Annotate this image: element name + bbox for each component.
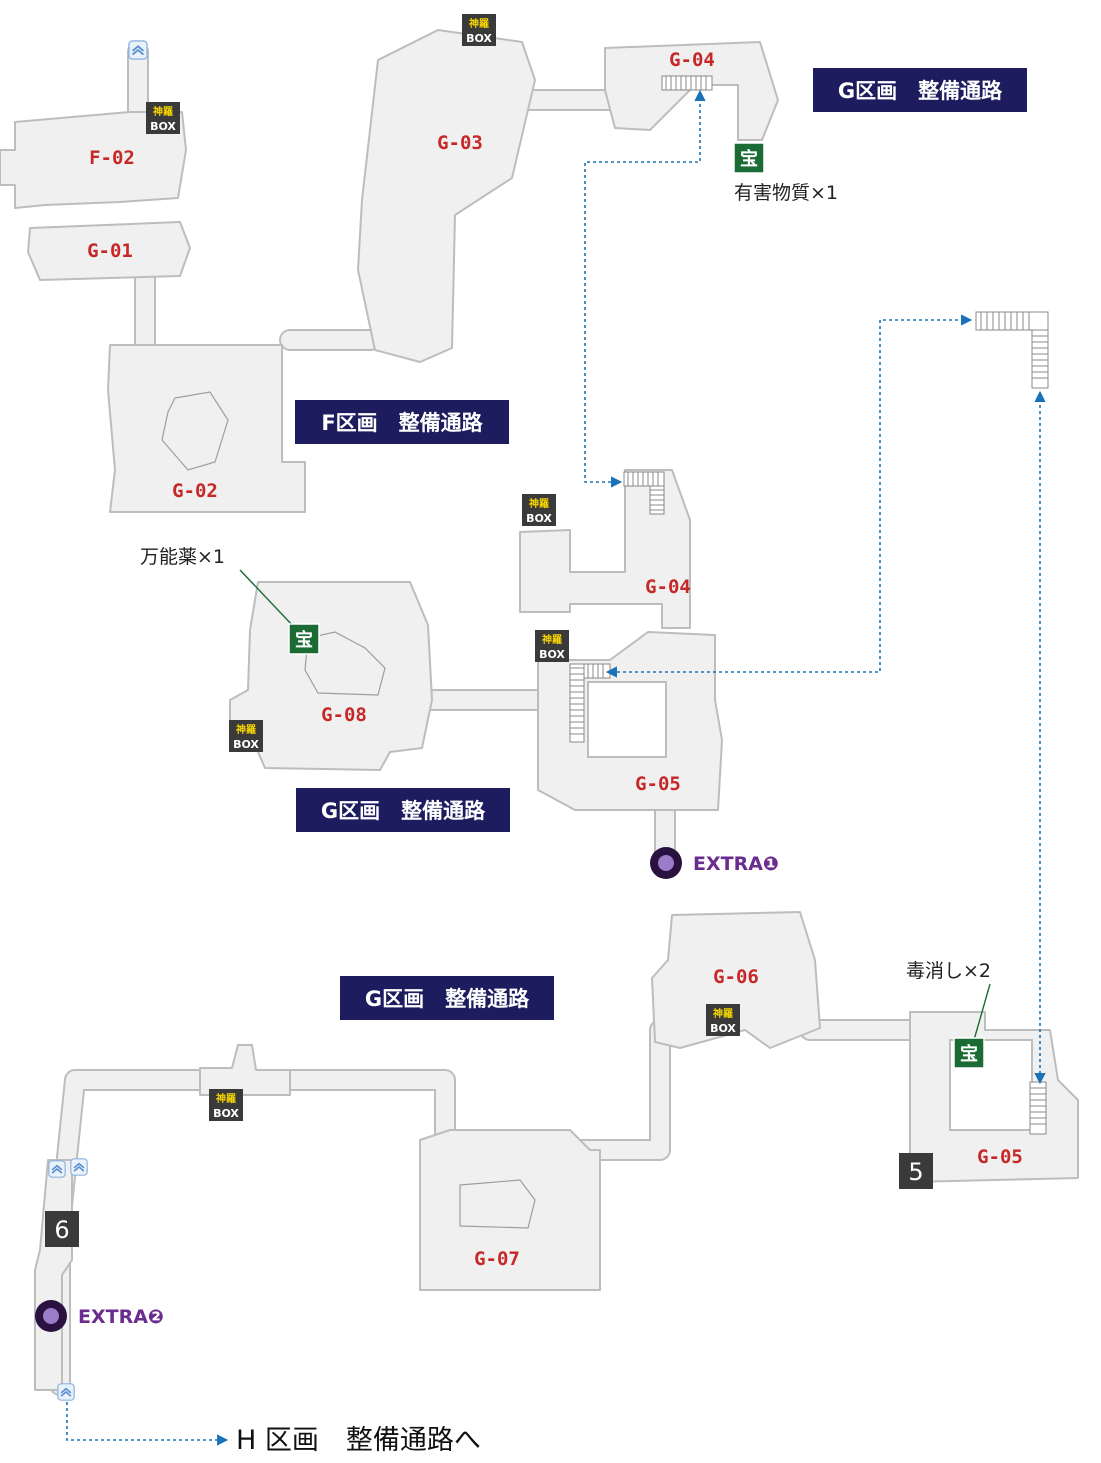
area-label-text: F区画 整備通路	[321, 411, 483, 435]
svg-text:神羅: 神羅	[153, 105, 173, 118]
area-label-text: G区画 整備通路	[838, 79, 1003, 103]
svg-text:BOX: BOX	[233, 738, 259, 751]
exit-chevron-icon[interactable]	[57, 1383, 75, 1401]
room-g06-shape	[651, 911, 821, 1049]
marker-6: 6	[45, 1211, 79, 1247]
area-label-f-mid: F区画 整備通路	[295, 400, 509, 444]
room-f02-shape	[0, 111, 187, 209]
room-label-g03: G-03	[437, 132, 483, 154]
room-label-g05-mid: G-05	[635, 773, 681, 795]
room-label-g04-mid: G-04	[645, 576, 691, 598]
stairs-icon	[975, 311, 1049, 389]
room-label-g02: G-02	[172, 480, 218, 502]
shinra-box-icon[interactable]: 神羅 BOX	[209, 1089, 243, 1121]
stairs-icon	[569, 663, 611, 743]
svg-text:神羅: 神羅	[236, 723, 256, 736]
extra-2-label: EXTRA❷	[78, 1306, 164, 1328]
top-section	[0, 29, 779, 513]
treasure-icon[interactable]: 宝	[733, 142, 765, 174]
exit-chevron-icon[interactable]	[128, 40, 148, 60]
svg-text:BOX: BOX	[213, 1107, 239, 1120]
svg-text:宝: 宝	[960, 1043, 978, 1065]
exit-chevron-icon[interactable]	[70, 1158, 88, 1176]
exit-chevron-icon[interactable]	[48, 1160, 66, 1178]
shinra-box-icon[interactable]: 神羅 BOX	[229, 720, 263, 752]
area-label-g-mid: G区画 整備通路	[296, 788, 510, 832]
room-g02-shape	[107, 344, 306, 513]
svg-text:宝: 宝	[740, 148, 758, 170]
room-label-g05-low: G-05	[977, 1146, 1023, 1168]
area-label-text: G区画 整備通路	[321, 799, 486, 823]
room-g08-shape	[229, 581, 433, 771]
treasure-item-label: 有害物質×1	[734, 182, 838, 204]
lower-section	[34, 911, 1079, 1396]
treasure-icon[interactable]: 宝	[953, 1037, 985, 1069]
svg-text:BOX: BOX	[150, 120, 176, 133]
svg-text:6: 6	[54, 1216, 69, 1244]
room-label-g06: G-06	[713, 966, 759, 988]
shinra-box-icon[interactable]: 神羅 BOX	[522, 494, 556, 526]
area-label-g-low: G区画 整備通路	[340, 976, 554, 1020]
room-label-f02: F-02	[89, 147, 135, 169]
svg-text:神羅: 神羅	[713, 1007, 733, 1020]
svg-text:神羅: 神羅	[216, 1092, 236, 1105]
small-room-shape	[199, 1044, 291, 1096]
svg-text:BOX: BOX	[539, 648, 565, 661]
room-label-g01: G-01	[87, 240, 133, 262]
extra-1-label: EXTRA❶	[693, 853, 779, 875]
middle-section	[229, 311, 1049, 863]
svg-text:神羅: 神羅	[529, 497, 549, 510]
treasure-item-label: 万能薬×1	[140, 546, 225, 568]
room-g03-shape	[357, 29, 536, 363]
marker-5: 5	[899, 1153, 933, 1189]
svg-text:BOX: BOX	[710, 1022, 736, 1035]
room-label-g07: G-07	[474, 1248, 520, 1270]
room-g07-shape	[419, 1129, 601, 1291]
svg-text:BOX: BOX	[466, 32, 492, 45]
shinra-box-icon[interactable]: 神羅 BOX	[146, 102, 180, 134]
svg-text:宝: 宝	[295, 629, 313, 651]
room-g01-shape	[27, 221, 191, 281]
stairs-icon	[661, 75, 713, 91]
room-label-g04-top: G-04	[669, 49, 715, 71]
extra-circle-icon[interactable]	[35, 1300, 67, 1332]
treasure-item-label: 毒消し×2	[906, 960, 991, 982]
svg-text:5: 5	[908, 1158, 923, 1186]
treasure-icon[interactable]: 宝	[288, 623, 320, 655]
exit-destination-label: H 区画 整備通路へ	[236, 1425, 481, 1456]
area-label-g-top: G区画 整備通路	[813, 68, 1027, 112]
shinra-box-icon[interactable]: 神羅 BOX	[462, 14, 496, 46]
extra-circle-icon[interactable]	[650, 847, 682, 879]
route-lines	[66, 89, 1046, 1446]
svg-text:BOX: BOX	[526, 512, 552, 525]
svg-text:神羅: 神羅	[469, 17, 489, 30]
shinra-box-icon[interactable]: 神羅 BOX	[535, 630, 569, 662]
shinra-box-icon[interactable]: 神羅 BOX	[706, 1004, 740, 1036]
area-label-text: G区画 整備通路	[365, 987, 530, 1011]
room-label-g08: G-08	[321, 704, 367, 726]
svg-text:神羅: 神羅	[542, 633, 562, 646]
stairs-icon	[1029, 1081, 1047, 1135]
